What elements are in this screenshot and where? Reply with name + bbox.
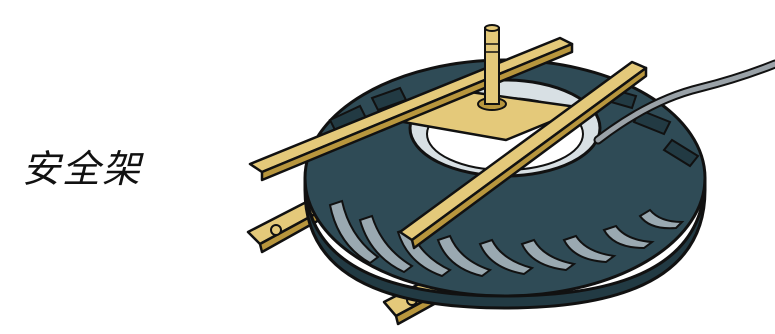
tire-safety-cage-illustration (0, 0, 775, 334)
